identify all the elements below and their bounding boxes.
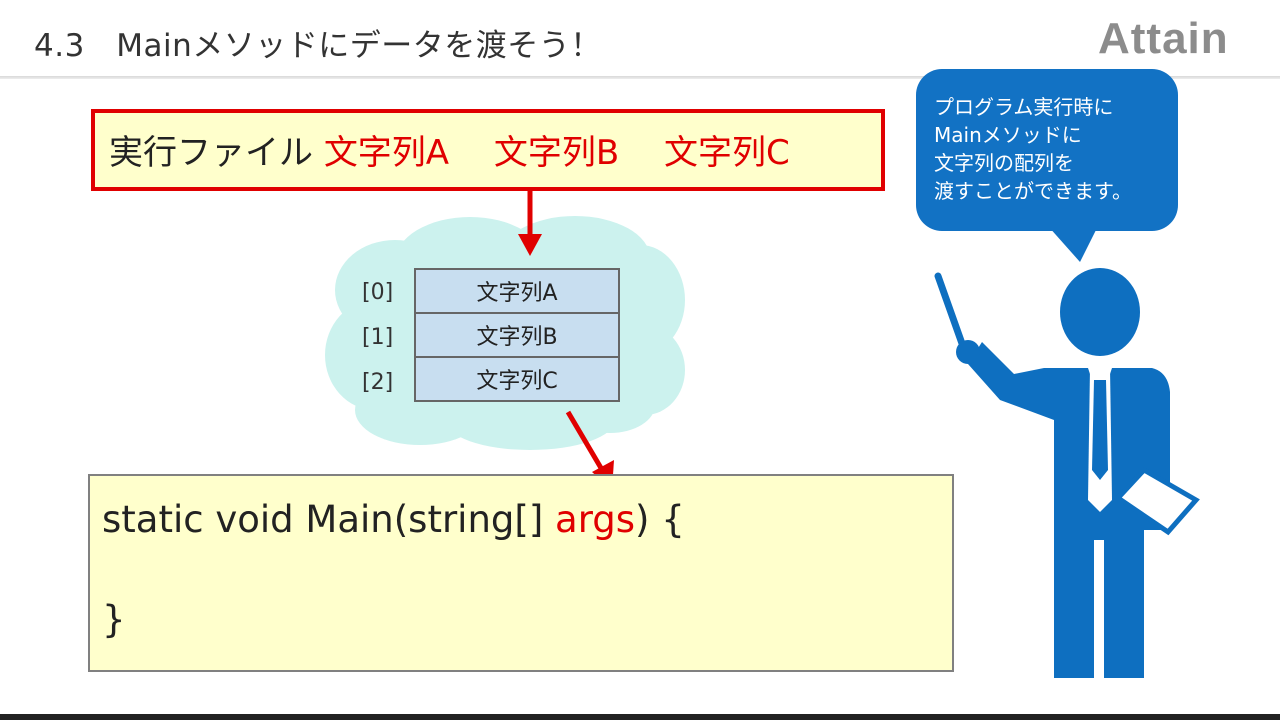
speech-line-2: Mainメソッドに (934, 123, 1082, 147)
slide-title: 4.3 Mainメソッドにデータを渡そう！ (34, 28, 602, 64)
array-index-0: [0] (362, 280, 394, 305)
speech-line-1: プログラム実行時に (934, 95, 1114, 119)
presenter-figure-icon (934, 268, 1200, 678)
speech-bubble-text: プログラム実行時に Mainメソッドに 文字列の配列を 渡すことができます。 (934, 93, 1174, 205)
command-line-text: 実行ファイル 文字列A 文字列B 文字列C (109, 125, 790, 174)
closing-brace-line: } (102, 598, 126, 641)
code-box: static void Main(string[] args) { } (88, 474, 954, 672)
array-cell-1: 文字列B (414, 312, 620, 358)
speech-line-3: 文字列の配列を (934, 151, 1074, 175)
array-index-2: [2] (362, 370, 394, 395)
array-index-1: [1] (362, 325, 394, 350)
speech-bubble-tail (1048, 226, 1098, 262)
signature-prefix: static void Main(string[] (102, 498, 556, 541)
executable-label: 実行ファイル (109, 133, 313, 173)
command-arg-c: 文字列C (664, 133, 790, 173)
speech-line-4: 渡すことができます。 (934, 179, 1132, 203)
array-row: 文字列A (414, 268, 620, 314)
speech-bubble: プログラム実行時に Mainメソッドに 文字列の配列を 渡すことができます。 (916, 69, 1178, 231)
arrow-down-icon (518, 187, 542, 256)
array-row: 文字列B (414, 312, 620, 358)
command-line-box: 実行ファイル 文字列A 文字列B 文字列C (91, 109, 885, 191)
attain-logo: Attain (1098, 14, 1229, 63)
array-cell-2: 文字列C (414, 356, 620, 402)
header-divider (0, 76, 1280, 79)
slide-header: 4.3 Mainメソッドにデータを渡そう！ Attain (0, 0, 1280, 76)
string-array-table: 文字列A 文字列B 文字列C (414, 268, 620, 402)
signature-suffix: ) { (635, 498, 685, 541)
bottom-divider (0, 714, 1280, 720)
array-row: 文字列C (414, 356, 620, 402)
command-arg-b: 文字列B (493, 133, 620, 173)
pointer-stick-icon (934, 272, 969, 356)
main-signature-line: static void Main(string[] args) { (102, 498, 685, 541)
array-cell-0: 文字列A (414, 268, 620, 314)
command-arg-a: 文字列A (323, 133, 450, 173)
args-parameter: args (555, 498, 636, 541)
